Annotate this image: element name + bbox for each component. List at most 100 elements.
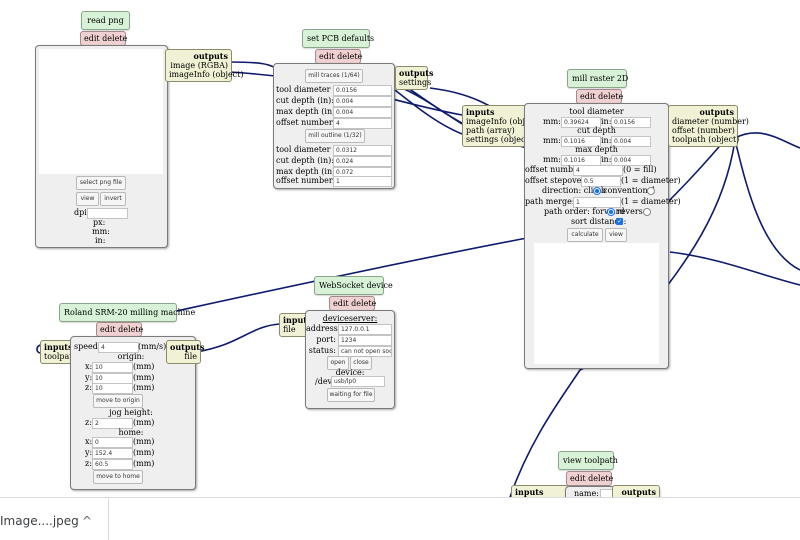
direction-label: direction: climb: [542, 186, 607, 195]
output-settings[interactable]: settings: [399, 78, 432, 87]
home-y-input[interactable]: 152.4: [92, 448, 133, 459]
read-png-preview: [39, 49, 163, 174]
origin-x-input[interactable]: 10: [92, 362, 133, 373]
view-button[interactable]: view: [605, 228, 627, 242]
roland-outputs[interactable]: outputs file: [166, 340, 204, 364]
input-settings[interactable]: settings (object): [466, 135, 532, 144]
mill-raster-outputs[interactable]: outputs diameter (number) offset (number…: [668, 105, 749, 147]
set-pcb-outputs[interactable]: outputs settings: [395, 66, 433, 90]
traces-offset-number-input[interactable]: 4: [333, 118, 392, 129]
outline-tool-diameter-input[interactable]: 0.0312: [333, 145, 392, 156]
chevron-up-icon[interactable]: ^: [82, 514, 93, 528]
read-png-panel: select png file view invert dpi: px: mm:…: [35, 45, 168, 248]
home-y-unit: (mm): [133, 448, 155, 457]
open-button[interactable]: open: [327, 356, 349, 370]
origin-z-label: z:: [85, 383, 92, 392]
calculate-button[interactable]: calculate: [567, 228, 603, 242]
waiting-for-file-button[interactable]: waiting for file: [327, 388, 375, 402]
traces-max-depth-input[interactable]: 0.004: [333, 107, 392, 118]
outline-cut-depth-input[interactable]: 0.024: [333, 156, 392, 167]
select-png-file-button[interactable]: select png file: [76, 176, 126, 190]
home-x-unit: (mm): [133, 437, 155, 446]
port-input[interactable]: 1234: [338, 335, 392, 346]
view-toolpath-edit-delete[interactable]: edit delete: [566, 471, 613, 486]
set-pcb-title[interactable]: set PCB defaults: [302, 29, 374, 48]
offset-stepover-input[interactable]: 0.5: [581, 176, 621, 187]
roland-inputs[interactable]: inputs toolpath: [40, 340, 78, 364]
download-filename[interactable]: Image....jpeg: [0, 514, 79, 528]
px-label: px:: [93, 218, 106, 227]
invert-button[interactable]: invert: [100, 192, 126, 206]
roland-title[interactable]: Roland SRM-20 milling machine: [59, 303, 195, 322]
traces-tool-diameter-input[interactable]: 0.0156: [333, 85, 392, 96]
output-toolpath[interactable]: toolpath (object): [672, 135, 740, 144]
output-imageinfo[interactable]: imageInfo (object): [169, 70, 244, 79]
device-input[interactable]: usb/lp0: [331, 376, 385, 387]
inputs-heading: inputs: [515, 487, 544, 497]
roland-edit-delete[interactable]: edit delete: [96, 322, 143, 337]
input-imageinfo[interactable]: imageInfo (object): [466, 117, 541, 126]
close-button[interactable]: close: [350, 356, 372, 370]
outline-offset-number-input[interactable]: 1: [333, 176, 392, 187]
cd-mm-label: mm:: [543, 136, 561, 145]
mm-label: mm:: [92, 227, 110, 236]
md-in-input[interactable]: 0.004: [611, 155, 651, 166]
origin-z-input[interactable]: 10: [92, 383, 133, 394]
traces-cut-depth-label: cut depth (in):: [276, 96, 334, 105]
output-file[interactable]: file: [184, 352, 197, 361]
input-file[interactable]: file: [283, 325, 296, 334]
websocket-panel: deviceserver: address: 127.0.0.1 port: 1…: [305, 310, 395, 409]
read-png-title[interactable]: read png: [81, 11, 130, 30]
set-pcb-edit-delete[interactable]: edit delete: [315, 49, 362, 64]
home-z-label: z:: [85, 459, 92, 468]
websocket-edit-delete[interactable]: edit delete: [329, 296, 376, 311]
move-to-home-button[interactable]: move to home: [93, 470, 143, 484]
input-toolpath[interactable]: toolpath: [44, 352, 78, 361]
outputs-heading: outputs: [699, 107, 734, 117]
traces-offset-number-label: offset number:: [276, 118, 336, 127]
climb-radio[interactable]: [593, 187, 601, 195]
traces-max-depth-label: max depth (in):: [276, 107, 338, 116]
td-in-input[interactable]: 0.0156: [611, 117, 651, 128]
address-input[interactable]: 127.0.0.1: [338, 324, 392, 335]
mill-raster-edit-delete[interactable]: edit delete: [576, 89, 623, 104]
home-x-input[interactable]: 0: [92, 437, 133, 448]
dpi-input[interactable]: [87, 208, 128, 219]
conventional-label: conventional: [603, 186, 655, 195]
td-mm-input[interactable]: 0.39624: [561, 117, 601, 128]
mill-raster-title[interactable]: mill raster 2D: [567, 69, 628, 88]
cd-mm-input[interactable]: 0.1016: [561, 136, 601, 147]
websocket-title[interactable]: WebSocket device: [314, 276, 393, 295]
download-item[interactable]: Image....jpeg ^: [0, 498, 109, 540]
view-button[interactable]: view: [76, 192, 99, 206]
traces-cut-depth-input[interactable]: 0.004: [333, 96, 392, 107]
input-path[interactable]: path (array): [466, 126, 515, 135]
output-image[interactable]: image (RGBA): [170, 61, 228, 70]
view-toolpath-title[interactable]: view toolpath: [558, 451, 618, 470]
output-offset[interactable]: offset (number): [672, 126, 735, 135]
mill-outline-button[interactable]: mill outline (1/32): [305, 129, 365, 143]
read-png-edit-delete[interactable]: edit delete: [80, 31, 127, 46]
speed-input[interactable]: 4: [98, 342, 139, 353]
move-to-origin-button[interactable]: move to origin: [93, 394, 143, 408]
websocket-inputs[interactable]: inputs file: [279, 313, 311, 337]
mill-raster-inputs[interactable]: inputs imageInfo (object) path (array) s…: [462, 105, 541, 147]
inputs-heading: inputs: [44, 342, 73, 352]
reverse-radio[interactable]: [643, 208, 651, 216]
mill-traces-button[interactable]: mill traces (1/64): [305, 69, 363, 83]
path-merge-input[interactable]: 1: [573, 197, 621, 208]
cd-in-input[interactable]: 0.004: [611, 136, 651, 147]
cut-depth-heading: cut depth: [577, 126, 616, 135]
read-png-outputs[interactable]: outputs image (RGBA) imageInfo (object): [165, 49, 244, 82]
home-z-input[interactable]: 60.5: [92, 459, 133, 470]
forward-radio[interactable]: [607, 208, 615, 216]
offset-number-input[interactable]: 4: [573, 165, 623, 176]
download-bar: Image....jpeg ^: [0, 497, 800, 540]
conventional-radio[interactable]: [647, 187, 655, 195]
deviceserver-heading: deviceserver:: [322, 314, 378, 323]
output-diameter[interactable]: diameter (number): [672, 117, 749, 126]
jog-z-label: z:: [85, 418, 92, 427]
sort-distance-checkbox[interactable]: ✓: [616, 218, 623, 225]
jog-z-input[interactable]: 2: [92, 418, 133, 429]
tool-diameter-heading: tool diameter: [569, 107, 624, 116]
